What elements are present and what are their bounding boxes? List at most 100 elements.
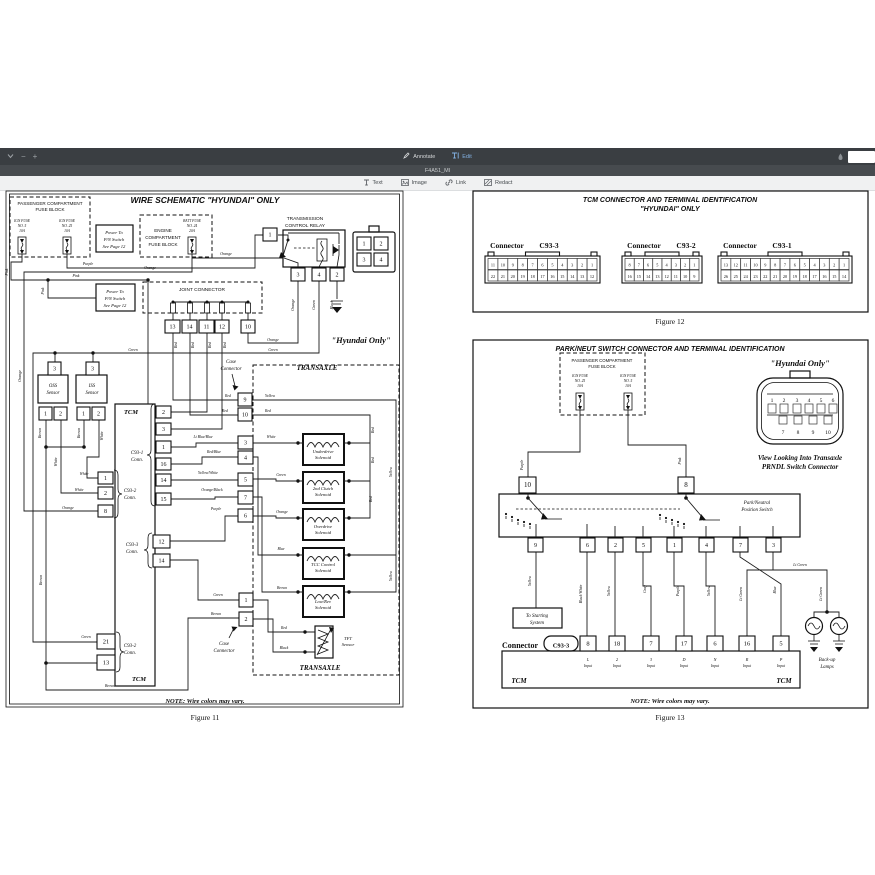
diagram-label: Orange [144,266,156,270]
terminal-box [85,361,100,376]
diagram-label: 12 [664,274,668,279]
diagram-label: Red [369,496,373,503]
diagram-label: 9 [512,262,514,267]
diagram-label: Red [208,342,212,349]
terminal-box [198,319,215,334]
link-tool-button[interactable]: Link [445,178,466,188]
terminal-box [155,422,172,436]
diagram-label: 2 [245,617,248,623]
annotation-tool-icon[interactable] [837,148,844,166]
diagram-label: See Page 12 [103,244,126,249]
diagram-label: 16 [161,462,167,468]
diagram-label: TCM [124,409,138,416]
terminal-box [53,406,68,421]
diagram-label: 5 [642,543,645,549]
diagram-label: 7 [784,262,787,267]
diagram-label: 7 [739,543,742,549]
diagram-label: 4 [318,273,321,279]
diagram-label: 8 [797,430,800,436]
diagram-label: 11 [674,274,678,279]
terminal-box [608,635,626,652]
terminal-box [38,406,53,421]
diagram-label: C93-2 [124,489,137,494]
diagram-label: 21 [103,639,110,646]
terminal-box [772,635,790,652]
diagram-label: 2 [336,273,339,279]
diagram-label: Red [174,342,178,349]
diagram-label: 12 [219,325,225,331]
diagram-label: 5 [656,262,658,267]
search-input[interactable] [848,150,875,163]
diagram-label: 17 [540,274,545,279]
diagram-label: 21 [773,274,777,279]
diagram-label: Solenoid [315,605,332,610]
terminal-box [237,472,254,487]
figure12-frame [472,190,869,313]
diagram-label: 14 [842,274,847,279]
diagram-label: PRNDL Switch Connector [762,463,839,471]
terminal-box [373,236,389,251]
chevron-down-icon[interactable] [7,153,14,161]
zoom-in-button[interactable]: + [32,151,38,161]
diagram-label: PASSENGER COMPARTMENT [17,201,82,206]
edit-button[interactable]: Edit [451,152,472,161]
diagram-label: 16 [627,274,632,279]
diagram-label: NO. 24 [186,224,198,228]
terminal-box [642,635,660,652]
diagram-label: 18 [530,274,534,279]
diagram-label: C93-1 [131,451,144,456]
diagram-label: To Starting [526,614,549,619]
case-connector-arrows [228,373,239,639]
diagram-label: Input [742,664,752,668]
diagram-label: 23 [753,274,757,279]
terminal-box [214,319,230,334]
diagram-label: 1 [693,262,695,267]
diagram-label: 2nd Clutch [313,486,334,491]
diagram-label: 8 [774,262,776,267]
diagram-label: 10A [64,229,71,233]
diagram-label: Pink [72,274,80,278]
figure11-wires [10,234,397,691]
image-tool-button[interactable]: Image [400,178,427,188]
diagram-label: TCM [511,677,527,685]
terminal-box [152,534,171,549]
diagram-label: Yellow/White [198,471,218,475]
terminal-box [155,473,172,487]
terminal-box [237,407,253,422]
terminal-box [237,435,254,450]
diagram-label: Purple [676,586,680,598]
annotate-button[interactable]: Annotate [403,152,435,161]
diagram-label: Orange [291,299,295,311]
diagram-label: Brown [39,575,43,585]
diagram-label: 11 [491,262,495,267]
diagram-label: 9 [534,543,537,549]
terminal-box [155,440,172,454]
diagram-label: Solenoid [315,455,332,460]
redact-tool-button[interactable]: Redact [484,178,512,188]
diagram-label: Overdrive [314,524,332,529]
terminal-box [237,508,254,523]
diagram-label: Conn. [131,458,143,463]
diagram-label: NOTE: Wire colors may vary. [629,698,710,705]
diagram-label: Red [224,394,231,398]
diagram-label: FUSE BLOCK [588,364,615,369]
text-tool-button[interactable]: Text [363,179,383,188]
diagram-label: 1 [44,412,47,418]
diagram-label: TCM [132,676,146,683]
diagram-label: 7 [782,430,785,436]
zoom-out-button[interactable]: − [21,151,26,161]
diagram-label: Solenoid [315,568,332,573]
diagram-label: Underdrive [312,449,333,454]
diagram-label: C93-2 [124,644,137,649]
diagram-label: 9 [693,274,695,279]
diagram-label: Green [312,300,316,309]
diagram-label: 16 [550,274,555,279]
diagram-label: Input [776,664,786,668]
diagram-label: ISS [88,384,96,389]
diagram-label: Red [280,626,287,630]
diagram-label: 4 [666,262,669,267]
diagram-label: 8 [629,262,631,267]
diagram-label: D [681,657,685,662]
diagram-label: 8 [104,509,107,515]
